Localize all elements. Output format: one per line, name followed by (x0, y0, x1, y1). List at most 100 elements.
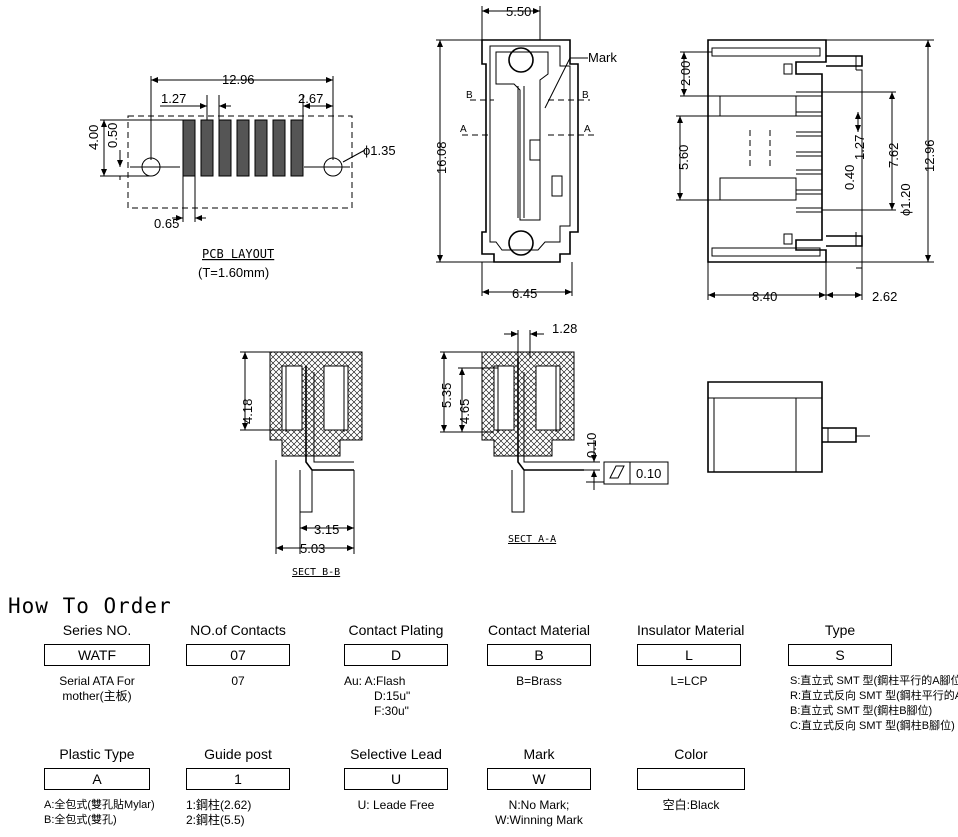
field-desc: U: Leade Free (357, 798, 435, 812)
field-desc: B:直立式 SMT 型(鋼柱B腳位) (790, 705, 933, 717)
dim-front-height: 16.08 (434, 141, 449, 174)
dim-front-width: 5.50 (506, 4, 531, 19)
field-material: Contact Material B B=Brass (487, 622, 591, 689)
field-label: NO.of Contacts (190, 622, 286, 638)
dim-aa-465: 4.65 (457, 399, 472, 424)
field-label: Insulator Material (637, 622, 745, 638)
field-value-box: A (44, 768, 150, 790)
field-lead: Selective Lead U U: Leade Free (344, 746, 448, 813)
pcb-thickness: (T=1.60mm) (198, 265, 269, 280)
dim-pcb-pitch: 1.27 (161, 91, 186, 106)
field-value-box: 1 (186, 768, 290, 790)
section-b-right: B (582, 90, 589, 101)
technical-drawing: 12.96 1.27 2.67 4.00 0.50 ϕ1.35 0.65 PCB… (86, 4, 937, 578)
field-label: Plastic Type (59, 746, 135, 762)
field-desc: B=Brass (516, 674, 562, 688)
field-label: Guide post (204, 746, 272, 762)
how-to-order-title: How To Order (8, 594, 172, 618)
guide-post-bottom (508, 230, 534, 256)
sect-bb-caption: SECT B-B (292, 567, 340, 578)
field-mark: Mark W N:No Mark; W:Winning Mark (487, 746, 591, 828)
dim-side-762: 7.62 (886, 143, 901, 168)
field-value-box (637, 768, 745, 790)
how-to-order-section: How To Order Series NO. WATF Serial ATA … (0, 590, 958, 837)
dim-pcb-right: 2.67 (298, 91, 323, 106)
dim-bb-503: 5.03 (300, 541, 325, 556)
field-guide-post: Guide post 1 1:鋼柱(2.62) 2:鋼柱(5.5) (186, 746, 290, 828)
field-label: Color (674, 746, 708, 762)
section-bb-view: 4.18 3.15 5.03 SECT B-B (240, 351, 363, 578)
section-a-right: A (584, 124, 591, 135)
field-label: Contact Plating (348, 622, 444, 638)
field-color: Color 空白:Black (637, 746, 745, 813)
field-desc: W:Winning Mark (495, 813, 583, 827)
field-label: Contact Material (488, 622, 590, 638)
field-plastic: Plastic Type A A:全包式(雙孔貼Mylar) B:全包式(雙孔) (44, 746, 155, 828)
field-value-box: 07 (186, 644, 290, 666)
field-desc: 1:鋼柱(2.62) (186, 798, 252, 812)
dim-side-pin: ϕ1.20 (898, 183, 913, 216)
field-desc: Au: A:Flash (344, 674, 406, 688)
field-label: Selective Lead (350, 746, 442, 762)
pcb-pad (182, 119, 196, 177)
field-type: Type S S:直立式 SMT 型(鋼柱平行的A腳位) R:直立式反向 SMT… (788, 622, 958, 734)
field-label: Series NO. (62, 622, 132, 638)
field-desc: D:15u" (374, 689, 411, 703)
dim-front-base: 6.45 (512, 286, 537, 301)
pcb-pad (272, 119, 286, 177)
field-desc: Serial ATA For (59, 674, 135, 688)
mark-label: Mark (588, 50, 617, 65)
field-value-box: D (344, 644, 448, 666)
field-desc: 空白:Black (662, 798, 720, 812)
dim-aa-535: 5.35 (439, 383, 454, 408)
field-value-box: S (788, 644, 892, 666)
dim-bb-height: 4.18 (240, 399, 255, 424)
section-aa-view: 1.28 5.35 4.65 0.10 0.10 SECT A-A (439, 321, 669, 545)
field-plating: Contact Plating D Au: A:Flash D:15u" F:3… (344, 622, 448, 719)
side-small-view (707, 381, 870, 473)
field-desc: S:直立式 SMT 型(鋼柱平行的A腳位) (790, 675, 958, 687)
field-label: Mark (523, 746, 555, 762)
side-view: 2.00 5.60 12.96 7.62 1.27 0.40 ϕ1.20 8.4… (676, 39, 937, 304)
pcb-pad (254, 119, 268, 177)
field-desc: F:30u" (374, 704, 409, 718)
field-value-box: W (487, 768, 591, 790)
dim-bb-315: 3.15 (314, 522, 339, 537)
flatness-value: 0.10 (636, 466, 661, 481)
pcb-layout-caption: PCB LAYOUT (202, 247, 274, 261)
front-view: B B A A Mark 5.50 16.08 6.45 (434, 4, 617, 301)
pcb-pad (236, 119, 250, 177)
dim-side-top: 2.00 (678, 61, 693, 86)
field-desc: R:直立式反向 SMT 型(鋼柱平行的A腳位) (790, 690, 958, 702)
field-desc: C:直立式反向 SMT 型(鋼柱B腳位) (790, 720, 955, 732)
dim-pcb-half: 0.50 (105, 123, 120, 148)
sect-aa-caption: SECT A-A (508, 534, 556, 545)
field-desc: N:No Mark; (508, 798, 570, 812)
guide-post-top (508, 47, 534, 73)
pcb-pad (200, 119, 214, 177)
pcb-pad (290, 119, 304, 177)
field-value-box: WATF (44, 644, 150, 666)
dim-pcb-width: 12.96 (222, 72, 255, 87)
field-desc: mother(主板) (62, 689, 132, 703)
field-desc: B:全包式(雙孔) (44, 814, 117, 826)
field-value-box: U (344, 768, 448, 790)
field-desc: 2:鋼柱(5.5) (186, 813, 245, 827)
field-insulator: Insulator Material L L=LCP (637, 622, 745, 689)
field-value-box: B (487, 644, 591, 666)
dim-aa-128: 1.28 (552, 321, 577, 336)
section-b-left: B (466, 90, 473, 101)
section-a-left: A (460, 124, 467, 135)
field-desc: L=LCP (670, 674, 708, 688)
dim-side-tail: 2.62 (872, 289, 897, 304)
dim-pcb-pad: 0.65 (154, 216, 179, 231)
dim-aa-010: 0.10 (584, 433, 599, 458)
field-contacts: NO.of Contacts 07 07 (186, 622, 290, 689)
dim-side-len: 8.40 (752, 289, 777, 304)
field-series: Series NO. WATF Serial ATA For mother(主板… (44, 622, 150, 704)
dim-pcb-height: 4.00 (86, 125, 101, 150)
field-desc: 07 (231, 674, 245, 688)
field-label: Type (824, 622, 856, 638)
field-desc: A:全包式(雙孔貼Mylar) (44, 799, 155, 811)
dim-pcb-hole: ϕ1.35 (363, 143, 396, 158)
